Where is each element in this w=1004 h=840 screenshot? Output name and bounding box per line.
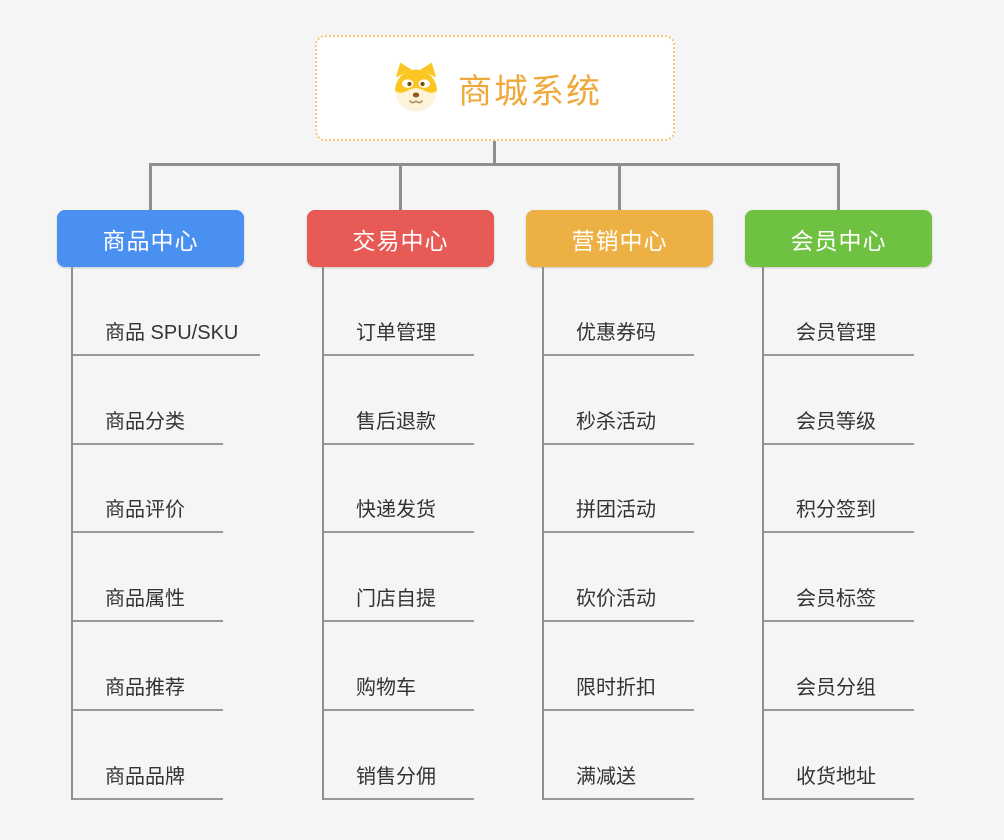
leaf-topic-label: 优惠券码 (576, 321, 656, 344)
leaf-topic[interactable]: 商品分类 (73, 356, 223, 445)
connector-stem (493, 141, 496, 166)
leaf-topic[interactable]: 订单管理 (324, 267, 474, 356)
leaf-topic-label: 商品分类 (105, 410, 185, 433)
leaf-topic[interactable]: 商品 SPU/SKU (73, 267, 261, 356)
branch-label: 交易中心 (352, 227, 449, 254)
leaf-topic[interactable]: 满减送 (544, 711, 694, 800)
leaf-topic-label: 门店自提 (356, 588, 436, 611)
leaf-topic-label: 售后退款 (356, 410, 436, 433)
branch-trade-center[interactable]: 交易中心 (307, 210, 494, 267)
branch-member-center[interactable]: 会员中心 (745, 210, 932, 267)
leaf-topic[interactable]: 收货地址 (764, 711, 914, 800)
branch-marketing-center[interactable]: 营销中心 (526, 210, 713, 267)
connector-horizontal-bar (149, 163, 839, 166)
leaf-topic-label: 秒杀活动 (576, 410, 656, 433)
leaf-topic-label: 购物车 (356, 677, 416, 700)
leaf-topic-label: 积分签到 (796, 499, 876, 522)
leaf-topic[interactable]: 砍价活动 (544, 533, 694, 623)
leaf-topic-label: 订单管理 (356, 321, 436, 344)
branch-label: 营销中心 (571, 227, 668, 254)
leaf-topic-label: 限时折扣 (576, 677, 656, 700)
leaf-topic[interactable]: 门店自提 (324, 533, 474, 623)
connector-drop (837, 163, 840, 210)
leaf-topic-label: 商品品牌 (105, 765, 185, 788)
leaf-topic-label: 商品评价 (105, 499, 185, 522)
leaf-topic-label: 商品属性 (105, 588, 185, 611)
leaf-topic[interactable]: 拼团活动 (544, 445, 694, 534)
root-topic-label: 商城系统 (458, 72, 602, 111)
shiba-dog-icon (395, 62, 437, 112)
leaf-topic-label: 销售分佣 (356, 765, 436, 788)
branch-label: 商品中心 (102, 227, 199, 254)
leaf-topic[interactable]: 秒杀活动 (544, 356, 694, 445)
leaf-topic[interactable]: 售后退款 (324, 356, 474, 445)
leaf-topic[interactable]: 积分签到 (764, 445, 914, 534)
leaf-column-product: 商品 SPU/SKU 商品分类 商品评价 商品属性 商品推荐 商品品牌 (71, 267, 261, 800)
leaf-topic[interactable]: 销售分佣 (324, 711, 474, 800)
leaf-topic[interactable]: 会员等级 (764, 356, 914, 445)
leaf-column-trade: 订单管理 售后退款 快递发货 门店自提 购物车 销售分佣 (322, 267, 474, 800)
leaf-topic-label: 商品推荐 (105, 677, 185, 700)
leaf-column-marketing: 优惠券码 秒杀活动 拼团活动 砍价活动 限时折扣 满减送 (542, 267, 694, 800)
leaf-topic[interactable]: 限时折扣 (544, 622, 694, 712)
leaf-topic-label: 会员标签 (796, 588, 876, 611)
connector-drop (618, 163, 621, 210)
leaf-topic-label: 快递发货 (356, 499, 436, 522)
leaf-topic[interactable]: 商品品牌 (73, 711, 223, 800)
leaf-topic[interactable]: 快递发货 (324, 445, 474, 534)
leaf-topic[interactable]: 优惠券码 (544, 267, 694, 356)
leaf-topic-label: 满减送 (576, 765, 636, 788)
leaf-topic[interactable]: 商品评价 (73, 445, 223, 534)
connector-drop (399, 163, 402, 210)
leaf-topic[interactable]: 会员管理 (764, 267, 914, 356)
leaf-topic-label: 收货地址 (796, 765, 876, 788)
leaf-topic[interactable]: 商品属性 (73, 533, 223, 623)
root-topic[interactable]: 商城系统 (315, 35, 675, 141)
leaf-topic[interactable]: 会员分组 (764, 622, 914, 712)
leaf-topic-label: 会员等级 (796, 410, 876, 433)
leaf-topic[interactable]: 购物车 (324, 622, 474, 712)
leaf-topic-label: 砍价活动 (576, 588, 656, 611)
connector-drop (149, 163, 152, 210)
leaf-topic-label: 会员分组 (796, 677, 876, 700)
branch-product-center[interactable]: 商品中心 (57, 210, 244, 267)
leaf-topic[interactable]: 商品推荐 (73, 622, 223, 712)
leaf-topic[interactable]: 会员标签 (764, 533, 914, 623)
branch-label: 会员中心 (790, 227, 887, 254)
leaf-topic-label: 商品 SPU/SKU (105, 321, 239, 344)
leaf-column-member: 会员管理 会员等级 积分签到 会员标签 会员分组 收货地址 (762, 267, 914, 800)
leaf-topic-label: 拼团活动 (576, 499, 656, 522)
leaf-topic-label: 会员管理 (796, 321, 876, 344)
